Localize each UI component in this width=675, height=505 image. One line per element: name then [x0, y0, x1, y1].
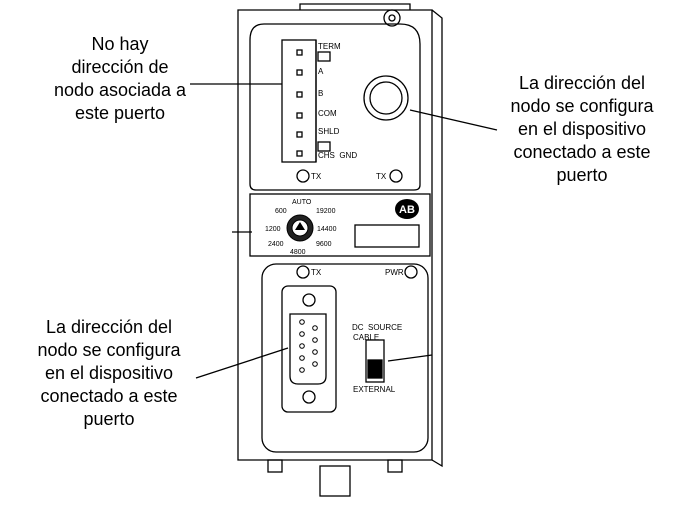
terminal-label-term: TERM: [318, 42, 341, 51]
db9-screw-bottom: [302, 390, 316, 404]
tx-label-upper-left: TX: [311, 172, 322, 181]
callout-line: La dirección del: [45, 317, 173, 337]
baud-rate-19200: 19200: [316, 208, 336, 215]
pwr-led: [404, 265, 418, 279]
baud-rate-4800: 4800: [290, 249, 306, 256]
callout-bottom-left: La dirección del nodo se configura en el…: [14, 316, 204, 431]
dc-source-external: EXTERNAL: [353, 385, 396, 394]
tx-label-lower: TX: [311, 268, 322, 277]
callout-line: puerto: [83, 409, 135, 429]
top-latch-hole: [383, 9, 401, 27]
bottom-clip: [319, 465, 351, 497]
callout-line: puerto: [556, 165, 608, 185]
address-label-box: [354, 224, 420, 248]
leader-bottom-left: [195, 347, 289, 379]
upper-panel: [249, 23, 421, 191]
tx-led-upper-left: [296, 169, 310, 183]
leader-bottom-right: [387, 354, 433, 362]
baud-rate-1200: 1200: [265, 226, 281, 233]
baud-mode-label: AUTO: [292, 199, 312, 206]
db9-pins: [299, 319, 318, 373]
callout-line: conectado a este: [40, 386, 178, 406]
callout-line: nodo asociada a: [53, 80, 187, 100]
logo-text: AB: [399, 204, 415, 216]
terminal-label-b: B: [318, 89, 323, 98]
terminal-label-chs-gnd: CHS GND: [318, 151, 357, 160]
db9-screw-top: [302, 293, 316, 307]
terminal-block: [281, 39, 317, 163]
pwr-label: PWR: [385, 268, 404, 277]
top-latch: [299, 3, 411, 10]
terminal-label-shld: SHLD: [318, 127, 340, 136]
dc-source-title: DC SOURCE: [352, 323, 402, 332]
callout-line: conectado a este: [513, 142, 651, 162]
callout-top-left: No hay dirección de nodo asociada a este…: [40, 33, 200, 125]
db9-plate: [281, 285, 337, 413]
callout-line: No hay: [91, 34, 149, 54]
tx-led-upper-right: [389, 169, 403, 183]
bottom-foot-left: [267, 459, 283, 473]
mini-din-port: [363, 75, 409, 121]
callout-line: este puerto: [74, 103, 166, 123]
terminal-label-com: COM: [318, 109, 337, 118]
dc-source-switch: [365, 339, 385, 383]
callout-line: La dirección del: [518, 73, 646, 93]
baud-strip: [249, 193, 431, 257]
baud-rate-600: 600: [275, 208, 287, 215]
callout-top-right: La dirección del nodo se configura en el…: [492, 72, 672, 187]
tx-led-lower: [296, 265, 310, 279]
term-jumper: [317, 51, 331, 62]
callout-line: en el dispositivo: [517, 119, 647, 139]
baud-rotary-switch: [286, 214, 314, 242]
leader-top-right: [409, 109, 498, 131]
tx-label-upper-right: TX: [376, 172, 387, 181]
ab-logo: AB: [395, 199, 419, 219]
baud-rate-2400: 2400: [268, 241, 284, 248]
baud-rate-14400: 14400: [317, 226, 337, 233]
terminal-label-a: A: [318, 67, 324, 76]
housing-right-edge: [431, 9, 443, 468]
bottom-foot-right: [387, 459, 403, 473]
callout-line: nodo se configura: [510, 96, 654, 116]
callout-line: nodo se configura: [37, 340, 181, 360]
baud-rate-9600: 9600: [316, 241, 332, 248]
lower-panel: [261, 263, 429, 453]
chs-jumper: [317, 141, 331, 152]
callout-line: dirección de: [71, 57, 169, 77]
callout-line: en el dispositivo: [44, 363, 174, 383]
housing-outline: [237, 9, 433, 461]
db9-shell: [289, 313, 327, 385]
dc-source-cable: CABLE: [353, 333, 379, 342]
